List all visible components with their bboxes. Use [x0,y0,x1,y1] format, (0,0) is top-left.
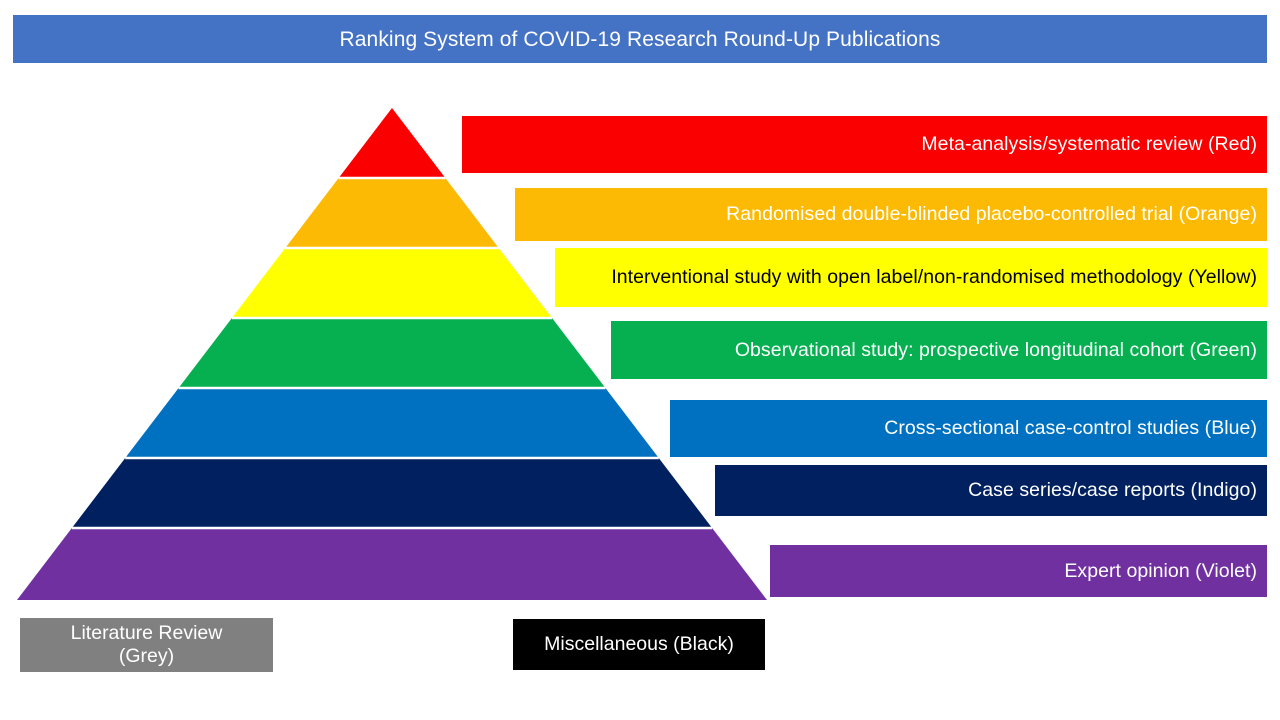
level-label-indigo: Case series/case reports (Indigo) [968,479,1257,502]
level-bar-blue[interactable]: Cross-sectional case-control studies (Bl… [670,400,1267,457]
level-bar-indigo[interactable]: Case series/case reports (Indigo) [715,465,1267,516]
category-label-grey: Literature Review (Grey) [70,621,223,667]
level-bar-yellow[interactable]: Interventional study with open label/non… [555,248,1267,307]
category-box-grey[interactable]: Literature Review (Grey) [20,618,273,672]
page-title: Ranking System of COVID-19 Research Roun… [339,27,941,51]
pyramid-band-indigo[interactable] [0,458,1280,528]
level-label-green: Observational study: prospective longitu… [734,338,1257,361]
level-bar-green[interactable]: Observational study: prospective longitu… [611,321,1267,379]
level-bar-violet[interactable]: Expert opinion (Violet) [770,545,1267,597]
level-bar-orange[interactable]: Randomised double-blinded placebo-contro… [515,188,1267,241]
level-label-blue: Cross-sectional case-control studies (Bl… [884,417,1257,440]
level-label-orange: Randomised double-blinded placebo-contro… [726,203,1257,226]
level-label-red: Meta-analysis/systematic review (Red) [921,133,1257,156]
category-box-black[interactable]: Miscellaneous (Black) [513,619,765,670]
level-label-violet: Expert opinion (Violet) [1064,559,1257,582]
level-label-yellow: Interventional study with open label/non… [611,266,1257,289]
level-bar-red[interactable]: Meta-analysis/systematic review (Red) [462,116,1267,173]
page-title-banner: Ranking System of COVID-19 Research Roun… [13,15,1267,63]
category-label-black: Miscellaneous (Black) [544,632,734,655]
pyramid-band-violet[interactable] [0,528,1280,600]
